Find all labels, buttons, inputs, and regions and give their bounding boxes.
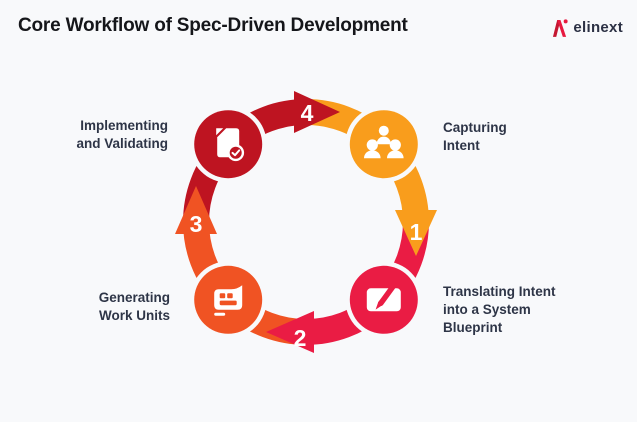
label-line: Translating Intent — [443, 284, 556, 299]
label-line: Intent — [443, 138, 480, 153]
node-capturing-intent — [345, 105, 423, 183]
arrow-head-step-2 — [266, 311, 314, 353]
page-title: Core Workflow of Spec-Driven Development — [18, 15, 408, 36]
elinext-n-icon — [553, 19, 568, 37]
label-line: Implementing — [80, 118, 168, 133]
elinext-logo-text: elinext — [573, 18, 623, 36]
node-implementing-validating — [189, 105, 267, 183]
arrow-head-step-4 — [294, 91, 340, 133]
arrow-head-step-1 — [395, 210, 437, 256]
document-check-icon — [216, 128, 245, 162]
node-generating-work-units — [189, 261, 267, 339]
step-1-label: Capturing Intent — [443, 119, 507, 155]
step-number-3: 3 — [190, 211, 203, 237]
step-2-label: Translating Intent into a System Bluepri… — [443, 283, 556, 337]
label-line: and Validating — [76, 136, 168, 151]
label-line: Blueprint — [443, 320, 503, 335]
step-number-4: 4 — [301, 100, 314, 126]
label-line: into a System — [443, 302, 531, 317]
label-line: Capturing — [443, 120, 507, 135]
flag-tasks-icon — [214, 285, 243, 316]
step-3-label: Generating Work Units — [50, 289, 170, 325]
elinext-logo: elinext — [552, 16, 623, 38]
step-number-2: 2 — [294, 325, 307, 351]
arrow-head-step-3 — [175, 186, 217, 234]
step-number-1: 1 — [410, 219, 423, 245]
step-4-label: Implementing and Validating — [38, 117, 168, 153]
edit-pen-icon — [366, 282, 401, 312]
label-line: Generating — [98, 290, 170, 305]
team-icon — [364, 125, 404, 159]
label-line: Work Units — [98, 308, 170, 323]
node-translating-intent — [345, 261, 423, 339]
